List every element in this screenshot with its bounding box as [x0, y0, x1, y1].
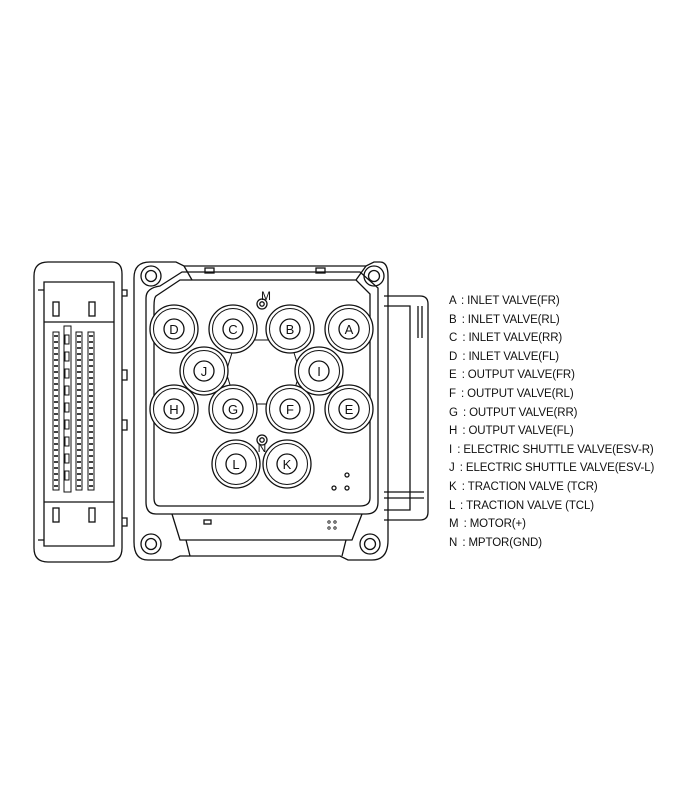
valve-j: J — [179, 346, 229, 396]
legend-separator: : — [462, 332, 466, 345]
legend-text: ELECTRIC SHUTTLE VALVE(ESV-R) — [463, 443, 654, 456]
legend-key: A — [449, 295, 456, 307]
legend-item-h: H :OUTPUT VALVE(FL) — [449, 422, 654, 441]
legend-item-l: L :TRACTION VALVE (TCL) — [449, 497, 654, 516]
legend-key: H — [449, 425, 458, 438]
legend-separator: : — [462, 350, 466, 363]
legend-separator: : — [462, 536, 466, 549]
motor-gnd-label: N — [258, 441, 267, 455]
valve-e: E — [324, 384, 374, 434]
mount-boss-tr — [363, 265, 385, 287]
legend-item-g: G :OUTPUT VALVE(RR) — [449, 404, 654, 423]
legend-item-k: K :TRACTION VALVE (TCR) — [449, 478, 654, 497]
valve-l: L — [211, 439, 261, 489]
legend-key: K — [449, 480, 457, 493]
valve-a: A — [324, 304, 374, 354]
valve-k: K — [262, 439, 312, 489]
legend-separator: : — [461, 295, 465, 307]
legend-key: G — [449, 406, 458, 419]
valve-k-label: K — [283, 457, 292, 472]
valve-f: F — [265, 384, 315, 434]
legend-key: C — [449, 332, 458, 345]
legend-key: M — [449, 518, 459, 531]
legend-separator: : — [462, 425, 466, 438]
ecu-connector — [33, 261, 128, 563]
legend-key: F — [449, 387, 456, 400]
mount-boss-tl — [140, 265, 162, 287]
valve-g: G — [208, 384, 258, 434]
motor-plus-label: M — [261, 289, 271, 303]
legend-text: MPTOR(GND) — [468, 536, 542, 549]
connector-pins — [52, 325, 95, 493]
legend-separator: : — [459, 462, 463, 475]
legend-text: OUTPUT VALVE(RR) — [469, 406, 578, 419]
legend-text: INLET VALVE(RR) — [468, 332, 563, 345]
legend-separator: : — [461, 369, 465, 382]
valve-e-label: E — [345, 402, 354, 417]
legend-key: B — [449, 313, 457, 326]
legend-item-i: I :ELECTRIC SHUTTLE VALVE(ESV-R) — [449, 441, 654, 460]
legend-key: E — [449, 369, 457, 382]
valve-c: C — [208, 304, 258, 354]
legend-key: L — [449, 499, 455, 512]
legend-item-d: D :INLET VALVE(FL) — [449, 348, 654, 367]
valve-h-label: H — [169, 402, 178, 417]
legend-item-f: F :OUTPUT VALVE(RL) — [449, 385, 654, 404]
valve-i: I — [294, 346, 344, 396]
legend-key: N — [449, 536, 458, 549]
legend-text: INLET VALVE(FL) — [468, 350, 559, 363]
mount-boss-br — [359, 533, 381, 555]
motor-gnd-terminal — [256, 434, 268, 446]
legend-text: INLET VALVE(RL) — [467, 313, 560, 326]
legend-text: INLET VALVE(FR) — [467, 295, 560, 307]
legend-text: OUTPUT VALVE(FR) — [467, 369, 575, 382]
valve-h: H — [149, 384, 199, 434]
valve-d-label: D — [169, 322, 178, 337]
legend-text: ELECTRIC SHUTTLE VALVE(ESV-L) — [465, 462, 655, 475]
legend-separator: : — [461, 387, 465, 400]
legend-key: D — [449, 350, 458, 363]
legend-separator: : — [461, 480, 465, 493]
valve-l-label: L — [232, 457, 239, 472]
valve-b-label: B — [286, 322, 295, 337]
legend-separator: : — [461, 313, 465, 326]
valve-b: B — [265, 304, 315, 354]
legend-item-a: A :INLET VALVE(FR) — [449, 292, 654, 311]
legend-item-b: B :INLET VALVE(RL) — [449, 311, 654, 330]
legend-key: J — [449, 462, 455, 475]
legend-separator: : — [457, 443, 461, 456]
legend-separator: : — [459, 499, 464, 512]
legend-item-j: J :ELECTRIC SHUTTLE VALVE(ESV-L) — [449, 459, 654, 478]
valve-d: D — [149, 304, 199, 354]
motor-plus-terminal — [256, 298, 268, 310]
legend-item-n: N :MPTOR(GND) — [449, 534, 654, 553]
valve-c-label: C — [228, 322, 237, 337]
valve-f-label: F — [286, 402, 294, 417]
legend-text: OUTPUT VALVE(RL) — [467, 387, 574, 400]
legend-item-m: M :MOTOR(+) — [449, 515, 654, 534]
valve-coils: A B C D E F G H I J K L — [149, 304, 374, 489]
legend-separator: : — [463, 518, 467, 531]
legend-text: OUTPUT VALVE(FL) — [468, 425, 574, 438]
legend-text: TRACTION VALVE (TCR) — [467, 480, 598, 493]
mount-boss-bl — [140, 533, 162, 555]
legend-separator: : — [462, 406, 467, 419]
valve-g-label: G — [228, 402, 238, 417]
legend-item-c: C :INLET VALVE(RR) — [449, 329, 654, 348]
valve-legend: A :INLET VALVE(FR)B :INLET VALVE(RL)C :I… — [449, 292, 654, 552]
valve-a-label: A — [345, 322, 354, 337]
legend-item-e: E :OUTPUT VALVE(FR) — [449, 366, 654, 385]
legend-text: MOTOR(+) — [469, 518, 526, 531]
mounting-bracket — [384, 295, 429, 521]
valve-j-label: J — [201, 364, 208, 379]
valve-i-label: I — [317, 364, 321, 379]
legend-text: TRACTION VALVE (TCL) — [466, 499, 595, 512]
legend-key: I — [449, 443, 453, 456]
